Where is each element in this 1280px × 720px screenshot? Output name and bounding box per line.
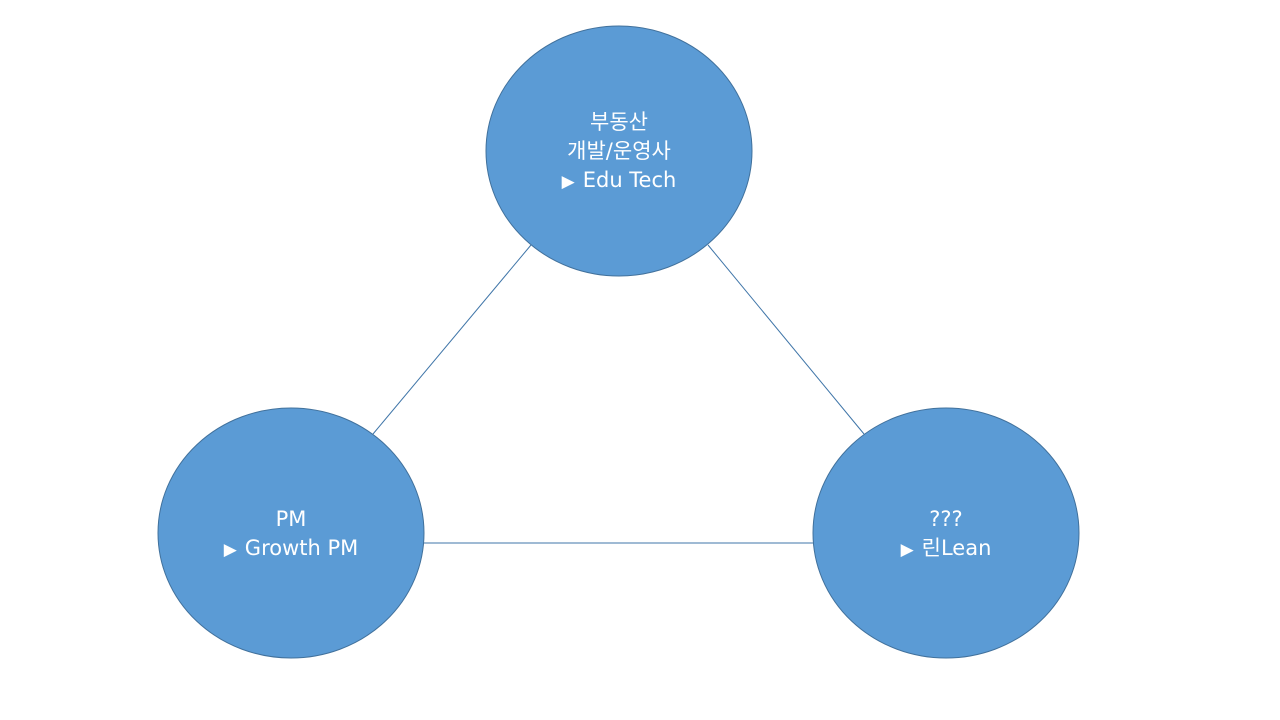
node-top-label: 부동산 개발/운영사 ▶ Edu Tech bbox=[489, 108, 749, 197]
node-top-circle[interactable] bbox=[485, 25, 753, 277]
node-top-line-2: 개발/운영사 bbox=[567, 139, 671, 163]
edge-top-right bbox=[707, 244, 865, 435]
node-right-arrow-text: 린Lean bbox=[921, 536, 992, 560]
node-left-arrow-text: Growth PM bbox=[244, 536, 359, 560]
node-left-circle[interactable] bbox=[157, 407, 425, 659]
node-top-arrow-text: Edu Tech bbox=[582, 168, 677, 192]
node-top-arrow-line: ▶ Edu Tech bbox=[489, 166, 749, 197]
node-right-circle[interactable] bbox=[812, 407, 1080, 659]
triangle-right-icon: ▶ bbox=[561, 172, 575, 192]
triangle-right-icon: ▶ bbox=[223, 540, 237, 560]
node-left-arrow-line: ▶ Growth PM bbox=[161, 534, 421, 565]
triangle-right-icon: ▶ bbox=[900, 540, 914, 560]
node-right-label: ??? ▶ 린Lean bbox=[816, 505, 1076, 565]
node-top-line-1: 부동산 bbox=[590, 110, 648, 134]
node-right-line-1: ??? bbox=[929, 507, 963, 531]
node-left-label: PM ▶ Growth PM bbox=[161, 505, 421, 565]
edge-top-left bbox=[372, 244, 532, 435]
node-right-arrow-line: ▶ 린Lean bbox=[816, 534, 1076, 565]
node-left-line-1: PM bbox=[275, 507, 307, 531]
